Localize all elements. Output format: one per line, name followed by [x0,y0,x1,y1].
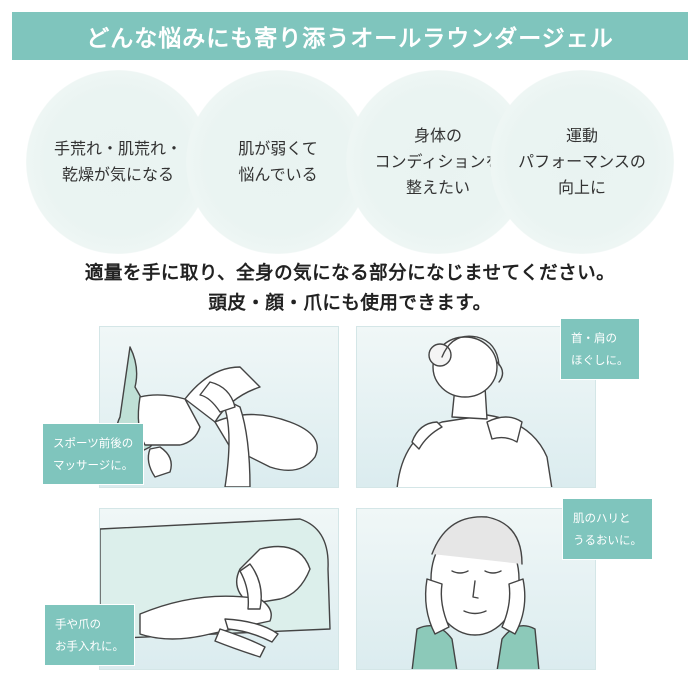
concern-text: 運動 パフォーマンスの 向上に [518,126,646,197]
header-banner: どんな悩みにも寄り添うオールラウンダージェル [12,12,688,60]
scene-panel-shoulder-massage [356,326,596,488]
caption-hand-care: 手や爪の お手入れに。 [44,604,135,666]
scene-panel-face-care [356,508,596,670]
shoulder-massage-illustration [396,335,553,487]
scene-panel-hand-care [99,508,339,670]
concern-circle-performance: 運動 パフォーマンスの 向上に [490,70,674,254]
leg-massage-illustration [116,346,318,487]
caption-leg-massage: スポーツ前後の マッサージに。 [42,423,145,485]
caption-shoulder-massage: 首・肩の ほぐしに。 [560,318,640,380]
banner-title: どんな悩みにも寄り添うオールラウンダージェル [86,26,614,52]
concern-text: 手荒れ・肌荒れ・ 乾燥が気になる [53,139,182,184]
concern-circle-sensitive-skin: 肌が弱くて 悩んでいる [186,70,370,254]
caption-face-care: 肌のハリと うるおいに。 [562,498,653,560]
concern-text: 身体の コンディションを 整えたい [374,126,502,197]
usage-line-1: 適量を手に取り、全身の気になる部分になじませてください。 [84,263,616,284]
concern-text: 肌が弱くて 悩んでいる [238,139,318,184]
concern-circle-dry-skin: 手荒れ・肌荒れ・ 乾燥が気になる [26,70,210,254]
usage-line-2: 頭皮・顔・爪にも使用できます。 [208,293,492,314]
face-care-illustration [411,516,540,669]
hand-care-illustration [100,518,331,658]
